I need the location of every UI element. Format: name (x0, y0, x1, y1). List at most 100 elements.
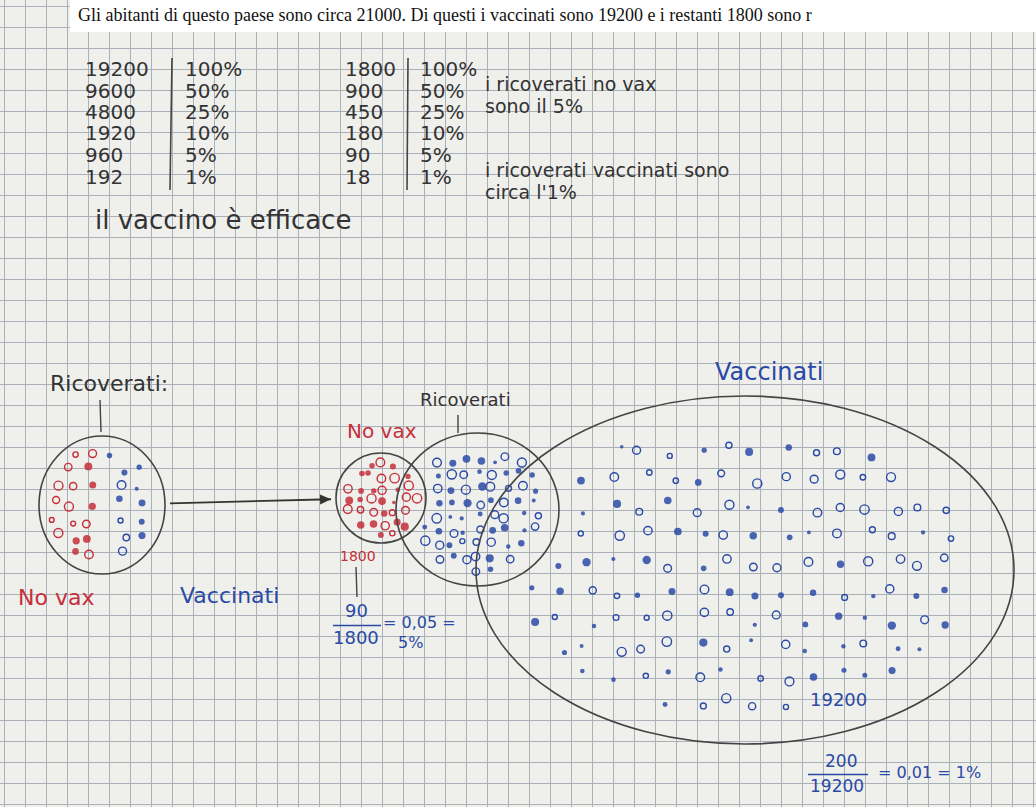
table-cell: 100% (420, 58, 477, 81)
dot (531, 523, 538, 530)
dot (695, 479, 702, 486)
dot (753, 623, 757, 627)
dot (390, 531, 395, 536)
dot (701, 566, 707, 572)
dot (377, 474, 386, 483)
dot (65, 463, 72, 470)
circle-outline (335, 452, 427, 544)
dot (896, 555, 904, 563)
dot (835, 612, 842, 619)
dot (718, 667, 722, 671)
dot (359, 471, 365, 477)
dot (842, 595, 848, 601)
dot (412, 494, 421, 503)
dot (451, 553, 457, 559)
dot (117, 481, 126, 490)
dot (358, 488, 364, 494)
dot (85, 550, 94, 559)
dot (463, 499, 471, 507)
dot (519, 481, 528, 490)
note: i ricoverati no vax sono il 5% (485, 74, 700, 118)
circle-outline-shape (396, 433, 559, 586)
dot (83, 520, 91, 528)
dot (500, 498, 509, 507)
dot (376, 458, 385, 467)
dot (810, 673, 818, 681)
dot (807, 531, 811, 535)
dot (948, 536, 953, 541)
dot (611, 677, 616, 682)
dot (644, 615, 649, 620)
dot (535, 513, 541, 519)
table-cell: 1920 (85, 122, 136, 145)
fraction-bar (808, 774, 868, 776)
dot (700, 703, 706, 709)
dot (402, 493, 410, 501)
dot (921, 530, 925, 534)
dot (614, 593, 619, 598)
dot (506, 544, 510, 548)
dot (633, 446, 641, 454)
dot (750, 563, 758, 571)
dot (637, 645, 645, 653)
table-cell: 90 (345, 144, 370, 167)
dot (486, 554, 494, 562)
dot (613, 500, 621, 508)
dot (943, 507, 949, 513)
dot (478, 457, 486, 465)
dot (522, 528, 526, 532)
dot (726, 588, 734, 596)
dot (860, 640, 867, 647)
calculation: = 0,05 = (383, 614, 456, 632)
dot (345, 496, 353, 504)
dot (810, 589, 816, 595)
table-cell: 10% (185, 122, 229, 145)
dot (894, 507, 902, 515)
table-cell: 25% (185, 101, 229, 124)
calculation: 19200 (810, 690, 867, 711)
calculation: = 0,01 = 1% (878, 764, 981, 782)
table-divider (407, 58, 408, 190)
conclusion: il vaccino è efficace (95, 206, 351, 236)
dot (489, 527, 496, 534)
dot (517, 458, 526, 467)
dot (448, 515, 452, 519)
table-cell: 1800 (345, 58, 396, 81)
dot (941, 554, 948, 561)
table-cell: 25% (420, 101, 464, 124)
dot (421, 536, 430, 545)
dot (613, 615, 619, 621)
dot (506, 555, 513, 562)
dot (49, 518, 54, 523)
dot (64, 502, 73, 511)
dot (863, 615, 867, 619)
dot (725, 500, 734, 509)
group-label: Vaccinati (180, 583, 279, 608)
dot (486, 482, 495, 491)
dot (941, 587, 947, 593)
calculation: 90 (345, 601, 368, 622)
dot (580, 644, 584, 648)
dot (436, 556, 444, 564)
dot (833, 529, 842, 538)
dot (401, 523, 409, 531)
dot (390, 473, 399, 482)
dot (405, 474, 410, 479)
table-cell: 50% (185, 80, 229, 103)
dot (868, 454, 876, 462)
dot (529, 472, 535, 478)
dot (802, 622, 808, 628)
dot (673, 478, 678, 483)
note: i ricoverati vaccinati sono circa l'1% (485, 160, 745, 204)
dot (139, 519, 145, 525)
dot (751, 593, 758, 600)
dot (669, 588, 676, 595)
dot (726, 442, 732, 448)
dot (841, 668, 846, 673)
dot (477, 501, 485, 509)
table-cell: 192 (85, 166, 123, 189)
dot (636, 508, 643, 515)
dot (888, 621, 896, 629)
